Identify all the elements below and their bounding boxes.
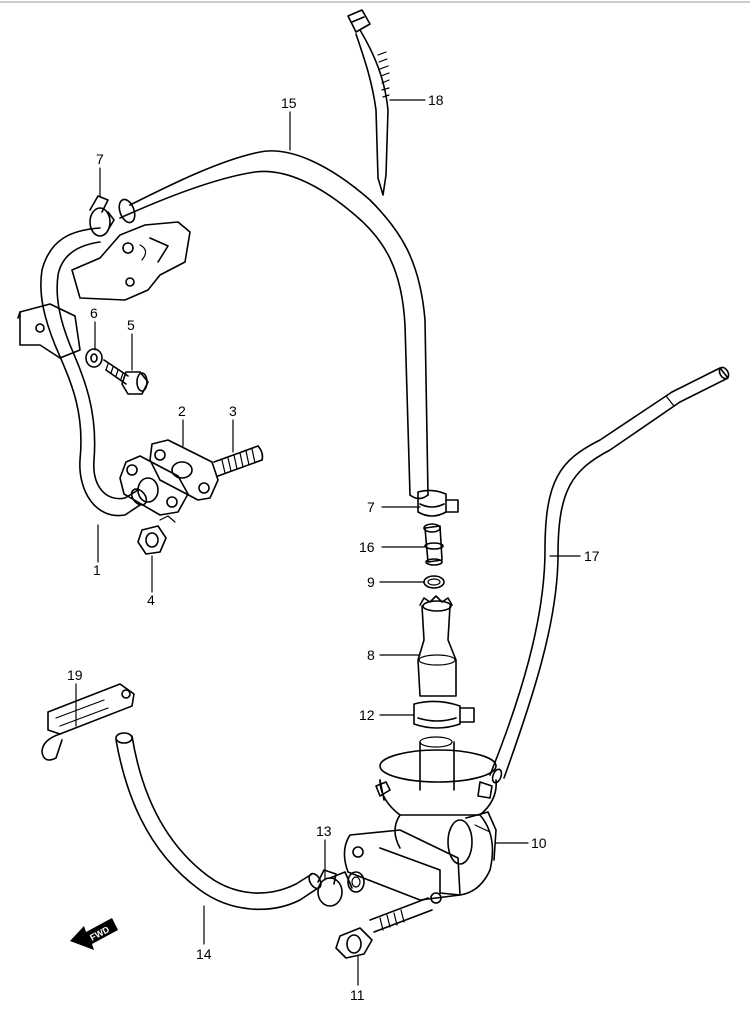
hose-17 — [489, 366, 730, 784]
bolt-11 — [335, 897, 433, 959]
callout-7-top: 7 — [96, 151, 104, 167]
callout-19: 19 — [67, 667, 83, 683]
clip-13 — [317, 869, 365, 907]
callout-labels: 1 2 3 4 5 6 7 7 8 9 10 11 12 13 14 15 16… — [67, 92, 600, 1003]
callout-9: 9 — [367, 574, 375, 590]
callout-10: 10 — [531, 835, 547, 851]
mount-bracket — [17, 303, 81, 359]
callout-6: 6 — [90, 305, 98, 321]
bracket-19 — [41, 683, 135, 761]
hose-14 — [115, 732, 322, 911]
callout-1: 1 — [93, 562, 101, 578]
callout-4: 4 — [147, 592, 155, 608]
washer-6 — [85, 348, 103, 368]
fuel-pump-10 — [329, 741, 497, 904]
upper-bracket — [71, 221, 191, 301]
callout-2: 2 — [178, 403, 186, 419]
callout-5: 5 — [127, 317, 135, 333]
hose-15 — [118, 150, 429, 500]
connector-16 — [423, 523, 444, 566]
clip-7-top — [89, 195, 115, 237]
callout-8: 8 — [367, 647, 375, 663]
nut-4 — [137, 515, 176, 555]
callout-18: 18 — [428, 92, 444, 108]
callout-13: 13 — [316, 823, 332, 839]
gasket-2 — [149, 439, 219, 501]
pipe-flange — [119, 455, 189, 516]
clip-7-lower — [417, 489, 459, 517]
cable-tie-18 — [347, 9, 390, 196]
callout-17: 17 — [584, 548, 600, 564]
stud-3 — [213, 445, 264, 477]
adapter-8 — [417, 595, 457, 697]
fwd-arrow-icon: FWD — [70, 918, 118, 950]
leader-lines — [75, 99, 581, 986]
callout-3: 3 — [229, 403, 237, 419]
ring-9 — [423, 575, 445, 589]
clamp-12 — [413, 700, 475, 748]
bolt-5 — [103, 359, 149, 395]
callout-7-lower: 7 — [367, 499, 375, 515]
callout-11: 11 — [350, 987, 365, 1003]
callout-16: 16 — [359, 539, 375, 555]
callout-15: 15 — [281, 95, 297, 111]
callout-12: 12 — [359, 707, 375, 723]
callout-14: 14 — [196, 946, 212, 962]
